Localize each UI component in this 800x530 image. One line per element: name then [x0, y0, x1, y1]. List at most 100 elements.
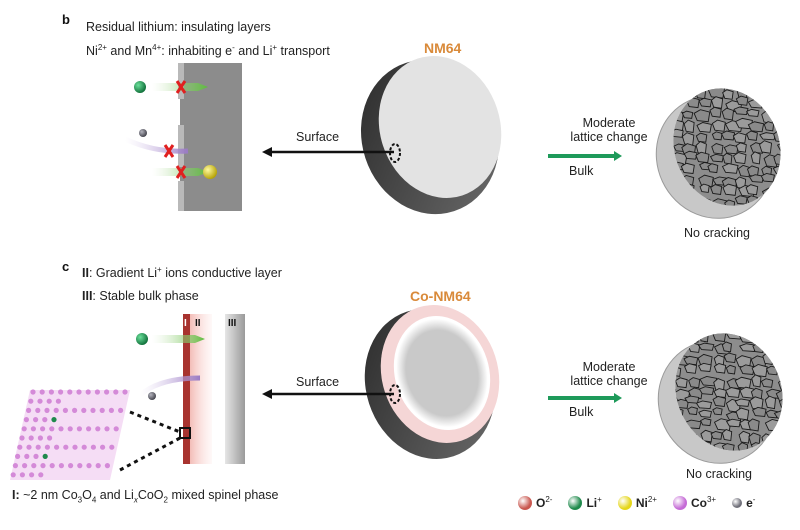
zoom-box [179, 427, 191, 439]
co-atom [33, 417, 39, 423]
grain [751, 374, 762, 388]
co-atom [38, 472, 44, 478]
co-atom [37, 435, 44, 441]
grain [711, 143, 724, 155]
grain [778, 378, 791, 391]
grain [710, 430, 723, 440]
caption-sup: - [232, 43, 235, 52]
grain [658, 466, 672, 469]
grain [734, 376, 752, 389]
co-nm64-title: Co-NM64 [410, 288, 471, 304]
grain [698, 330, 709, 343]
grain [776, 354, 789, 367]
co-atom [95, 463, 101, 469]
grain [722, 89, 734, 100]
co-atom [94, 389, 100, 395]
grain [693, 109, 711, 123]
layer-label-iii: III [228, 318, 237, 329]
grain [764, 345, 782, 357]
grain [763, 121, 775, 132]
grain [753, 333, 769, 344]
spinel-layer-diagram: I II III [10, 314, 245, 480]
co-atom [95, 426, 101, 432]
grain [773, 130, 786, 143]
lattice-atoms [10, 389, 128, 478]
grain [745, 184, 759, 196]
grain [734, 398, 750, 407]
grain [772, 186, 785, 200]
grain [722, 183, 737, 196]
grain [774, 332, 790, 341]
green-arrow-b [548, 151, 622, 161]
co-atom [47, 435, 53, 441]
co-atom [24, 453, 30, 459]
co-atom [23, 417, 29, 423]
electron-ball [148, 392, 156, 400]
co-atom [68, 463, 74, 469]
grain [777, 345, 794, 355]
grain [682, 88, 698, 97]
grain [674, 452, 691, 462]
grain [686, 97, 700, 109]
electron-arrow [138, 375, 201, 397]
legend-label: Co3+ [690, 495, 717, 510]
grain [778, 442, 796, 456]
bulk-label-c: Bulk [569, 405, 594, 419]
caption-text: mixed spinel phase [167, 488, 279, 502]
grain [735, 355, 752, 369]
grain [778, 464, 789, 469]
co-atom [42, 417, 48, 423]
caption-text: Mn [134, 44, 153, 59]
grain [700, 429, 713, 443]
legend-item: e- [732, 495, 755, 510]
grain [760, 217, 776, 224]
ni-ion-ball [203, 165, 217, 179]
panel-b-caption-1: Residual lithium: insulating layers [86, 20, 271, 34]
grain [746, 165, 760, 178]
grain [762, 441, 775, 452]
surface-label-c: Surface [296, 375, 340, 389]
co-atom [109, 444, 115, 450]
co-atom [90, 407, 96, 413]
li-atom [42, 453, 48, 459]
grain [723, 352, 737, 364]
co-atom [76, 426, 82, 432]
co-atom [44, 444, 51, 450]
caption-text: ~2 nm Co [19, 488, 78, 502]
panel-c-bottom-caption: I: ~2 nm Co3O4 and LixCoO2 mixed spinel … [12, 488, 278, 505]
grain [775, 432, 789, 447]
grain [776, 86, 789, 99]
grain [734, 176, 747, 190]
co-atom [33, 453, 39, 459]
caption-sup: + [272, 43, 278, 52]
grain [735, 142, 747, 153]
caption-text: Ni [86, 44, 98, 59]
grain [697, 353, 713, 368]
grain [760, 378, 774, 388]
co-atom [28, 398, 34, 404]
surface-label-b: Surface [296, 130, 340, 144]
caption-sup: 2+ [97, 43, 107, 52]
grain [778, 398, 790, 409]
co-atom [17, 444, 23, 450]
co-atom [85, 389, 91, 395]
grain [760, 172, 775, 183]
grain [763, 465, 779, 469]
grain [657, 87, 669, 97]
co-atom [29, 472, 35, 478]
layer-i [183, 314, 190, 464]
co-atom [113, 426, 119, 432]
co-atom [67, 426, 73, 432]
co-atom [58, 389, 64, 395]
co-atom [77, 463, 83, 469]
grain [734, 195, 748, 205]
grain [746, 108, 760, 117]
grain [711, 119, 726, 132]
ion-ball-icon [568, 495, 583, 510]
grain [747, 98, 764, 109]
co-atom [10, 472, 16, 478]
surface-block-diagram-b [123, 63, 242, 211]
caption-text: : Gradient Li [88, 266, 158, 281]
co-atom [49, 463, 55, 469]
bulk-arrow-label-c: Moderate lattice change [554, 360, 664, 388]
